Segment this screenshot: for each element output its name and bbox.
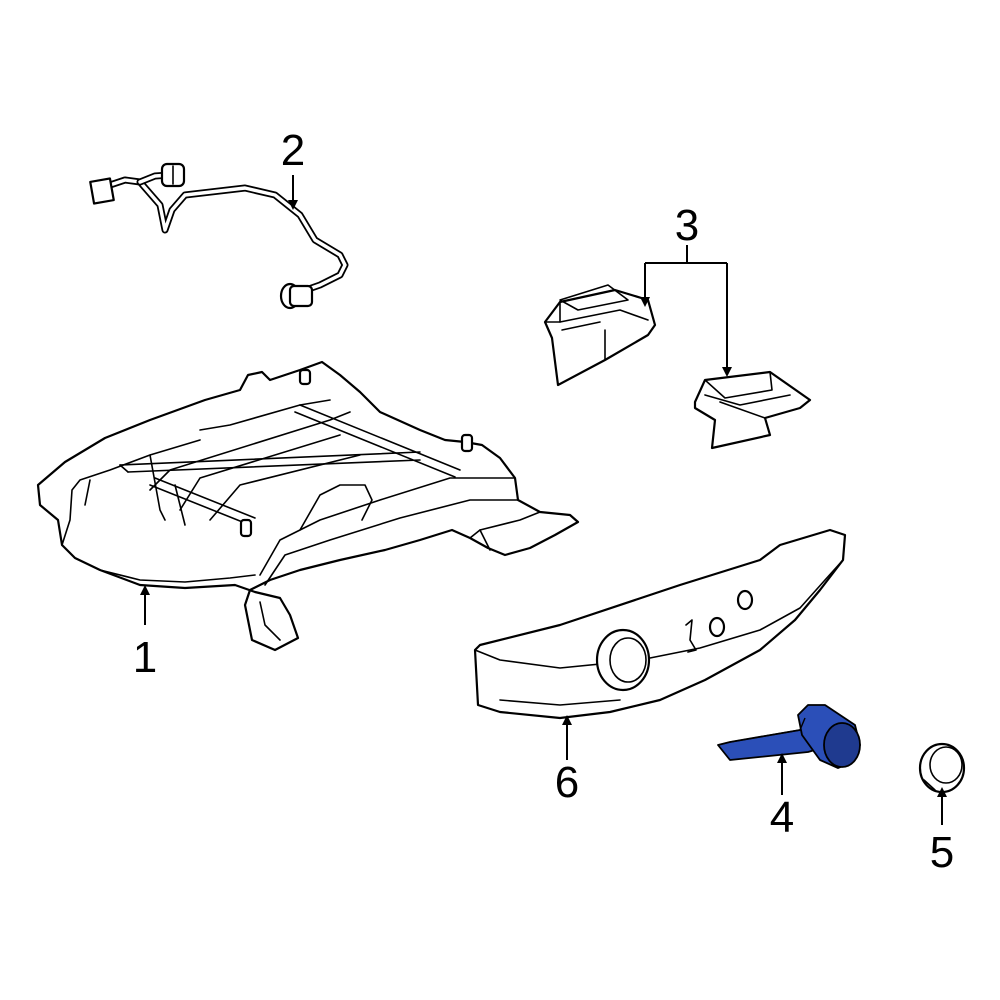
wire-harness <box>89 162 349 310</box>
bracket-lower <box>693 370 812 450</box>
callout-3: 3 <box>675 201 699 250</box>
leaders <box>140 175 947 825</box>
callout-6: 6 <box>555 758 579 807</box>
callout-5: 5 <box>930 828 954 877</box>
bracket-upper <box>543 284 657 387</box>
side-cover <box>473 528 847 720</box>
recliner-handle <box>717 704 861 769</box>
callout-1: 1 <box>133 633 157 682</box>
callout-2: 2 <box>281 126 305 175</box>
callout-4: 4 <box>770 793 794 842</box>
trim-cap <box>918 742 966 794</box>
seat-frame <box>36 360 580 652</box>
